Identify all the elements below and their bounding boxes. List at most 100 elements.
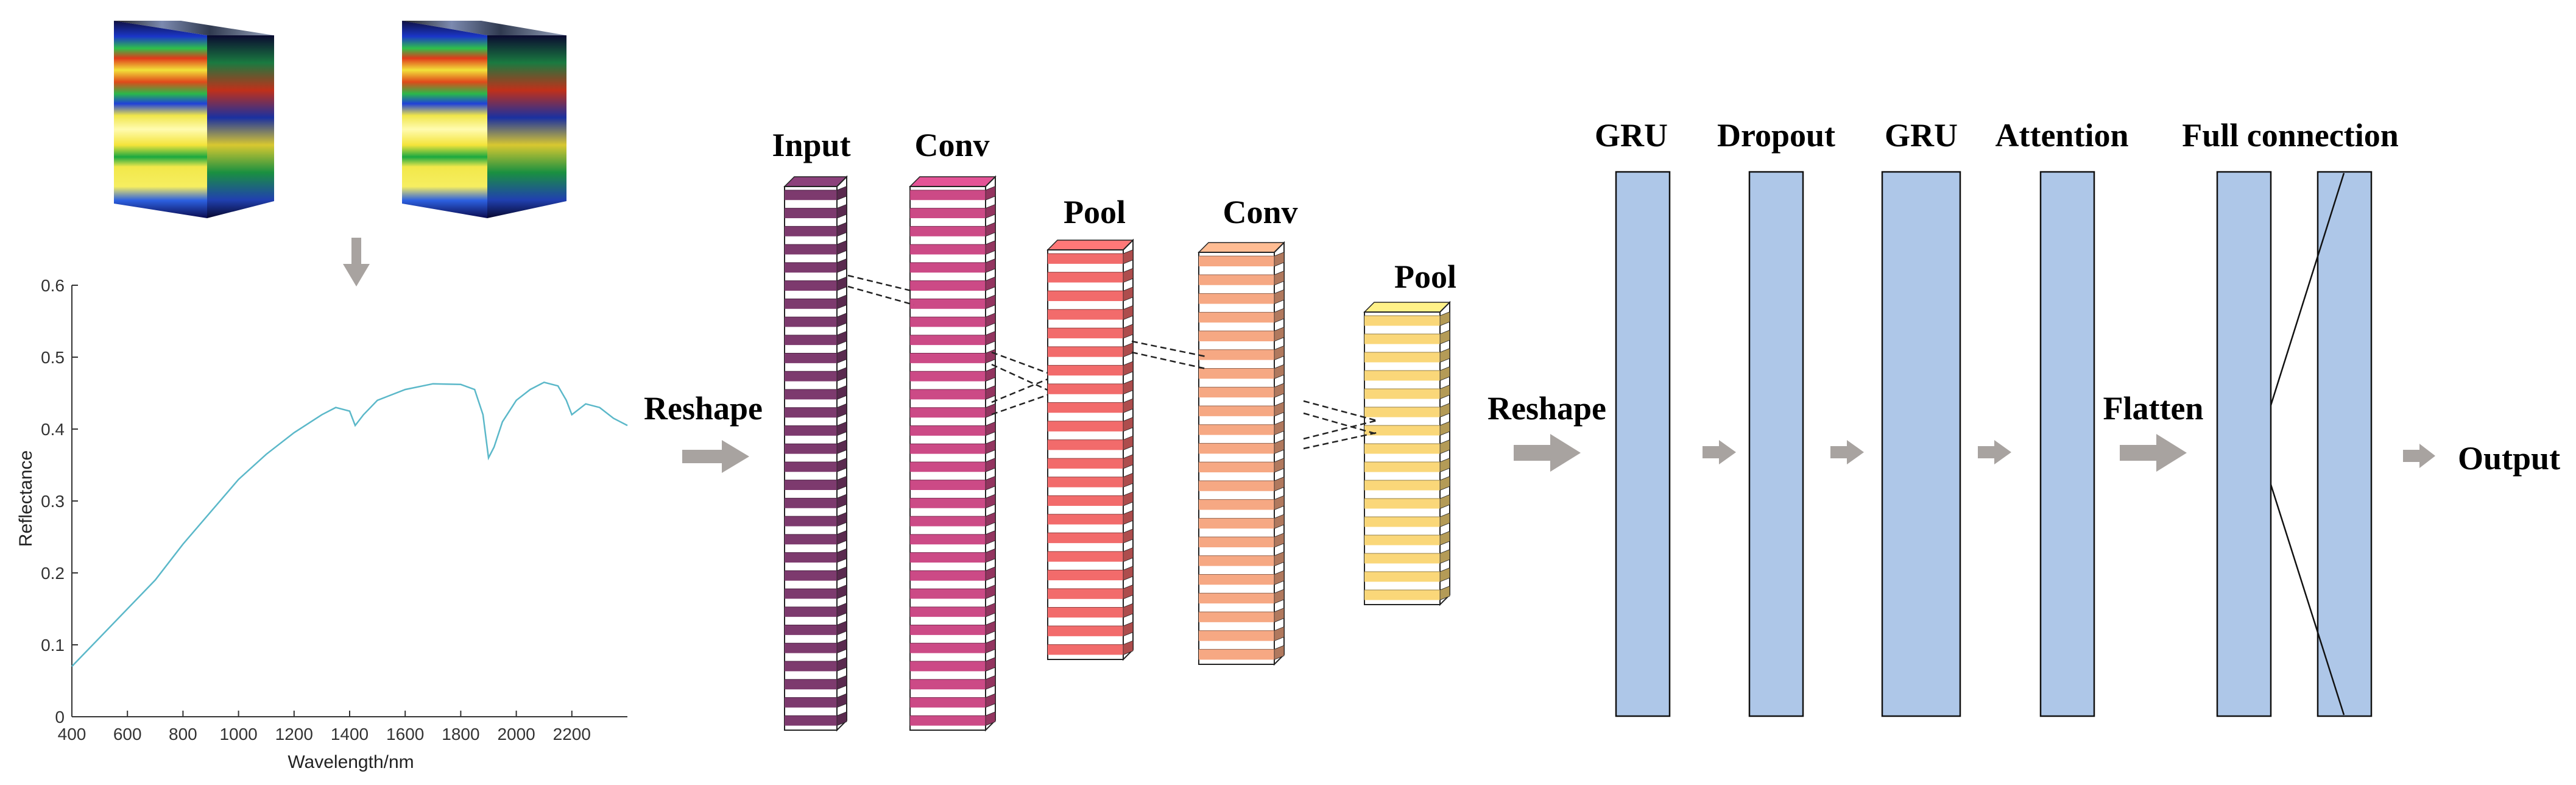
stack-slab [785, 716, 837, 726]
arrow-down-icon [343, 238, 370, 286]
stack-slab-side [836, 403, 847, 418]
stack-slab [910, 335, 986, 346]
stack-slab-side [1439, 421, 1450, 436]
stack-slab-side [1439, 531, 1450, 546]
stack-slab [910, 516, 986, 527]
stack-slab-side [1439, 403, 1450, 418]
stack-slab [910, 498, 986, 508]
stack-slab-side [1439, 586, 1450, 601]
flatten-label: Flatten [2103, 390, 2204, 427]
reshape-label-1: Reshape [644, 390, 763, 427]
stack-slab-side [1123, 491, 1134, 506]
stack-slab [785, 425, 837, 436]
stack-slab [1048, 272, 1123, 283]
stack-slab-side [985, 421, 996, 436]
stack-slab-side [1274, 476, 1285, 492]
x-tick-label: 1800 [442, 725, 479, 744]
stack-slab-side [1123, 622, 1134, 637]
stack-slab [1048, 644, 1123, 655]
stack-slab [785, 606, 837, 617]
stack-slab-side [836, 222, 847, 237]
stack-slab [785, 679, 837, 690]
pool-layer-stack-2 [1363, 300, 1451, 606]
stack-slab-side [1274, 420, 1285, 436]
stack-slab [1048, 328, 1123, 339]
stack-top-face [1198, 242, 1285, 253]
stack-slab-side [985, 512, 996, 527]
stack-slab-side [985, 602, 996, 617]
stack-slab [1199, 462, 1274, 473]
stack-slab [910, 480, 986, 491]
stack-slab-side [985, 222, 996, 237]
stack-slab [1364, 334, 1440, 344]
stack-slab-side [985, 693, 996, 708]
x-tick-label: 600 [113, 725, 142, 744]
stack-slab-side [985, 294, 996, 310]
stack-slab [785, 534, 837, 545]
stack-slab-side [1439, 567, 1450, 583]
stack-slab-side [1274, 626, 1285, 642]
stack-slab-side [1274, 514, 1285, 529]
stack-slab [1199, 256, 1274, 267]
stack-slab [1048, 309, 1123, 320]
stack-slab [1199, 293, 1274, 304]
stack-slab-side [1274, 308, 1285, 323]
stack-slab [1364, 407, 1440, 417]
stack-slab [910, 190, 986, 201]
stack-slab-side [1123, 566, 1134, 581]
pool-label-1: Pool [1064, 194, 1126, 230]
stack-slab-side [985, 313, 996, 328]
gru-block-2 [1881, 171, 1961, 717]
stack-slab-side [836, 512, 847, 527]
dropout-block [1748, 171, 1804, 717]
conv-label-2: Conv [1223, 194, 1297, 230]
stack-slab-side [836, 240, 847, 255]
stack-slab [1199, 274, 1274, 285]
stack-slab [785, 389, 837, 400]
stack-slab [1199, 593, 1274, 604]
x-tick-label: 1400 [331, 725, 369, 744]
stack-slab-side [1123, 603, 1134, 618]
stack-slab [1048, 588, 1123, 599]
x-tick-label: 2200 [553, 725, 591, 744]
x-tick-label: 400 [58, 725, 86, 744]
stack-slab [1364, 553, 1440, 564]
stack-slab [1199, 611, 1274, 622]
stack-slab-side [1123, 268, 1134, 283]
stack-slab [1048, 439, 1123, 450]
stack-slab-side [1274, 401, 1285, 417]
stack-slab [785, 244, 837, 255]
gru-block-1 [1615, 171, 1671, 717]
stack-slab-side [1439, 458, 1450, 473]
stack-slab-side [1439, 366, 1450, 382]
conv-layer-stack-2 [1198, 241, 1285, 666]
stack-slab-side [985, 711, 996, 726]
stack-slab [910, 716, 986, 726]
stack-slab [1199, 387, 1274, 398]
stack-slab-side [1123, 435, 1134, 450]
stack-slab-side [1123, 584, 1134, 600]
stack-slab-side [985, 185, 996, 201]
stack-slab [1199, 424, 1274, 435]
stack-slab-side [836, 258, 847, 273]
y-tick-label: 0.1 [41, 636, 65, 655]
stack-slab-side [1123, 305, 1134, 321]
stack-slab-side [836, 711, 847, 726]
stack-slab-side [1274, 364, 1285, 379]
stack-slab-side [1274, 345, 1285, 361]
stack-slab [1199, 574, 1274, 585]
stack-slab-side [836, 675, 847, 690]
stack-slab-side [1274, 607, 1285, 623]
stack-slab [1199, 349, 1274, 360]
hyperspectral-cube-right [402, 21, 566, 218]
stack-slab-side [1123, 547, 1134, 563]
stack-slab-side [1123, 361, 1134, 376]
stack-slab-side [985, 530, 996, 545]
arrow-right-icon [682, 440, 749, 473]
stack-slab [910, 208, 986, 219]
stack-slab [785, 552, 837, 563]
stack-slab-side [985, 385, 996, 400]
stack-slab-side [1123, 640, 1134, 655]
full-connection-block-2 [2317, 171, 2373, 717]
stack-slab-side [1123, 324, 1134, 339]
